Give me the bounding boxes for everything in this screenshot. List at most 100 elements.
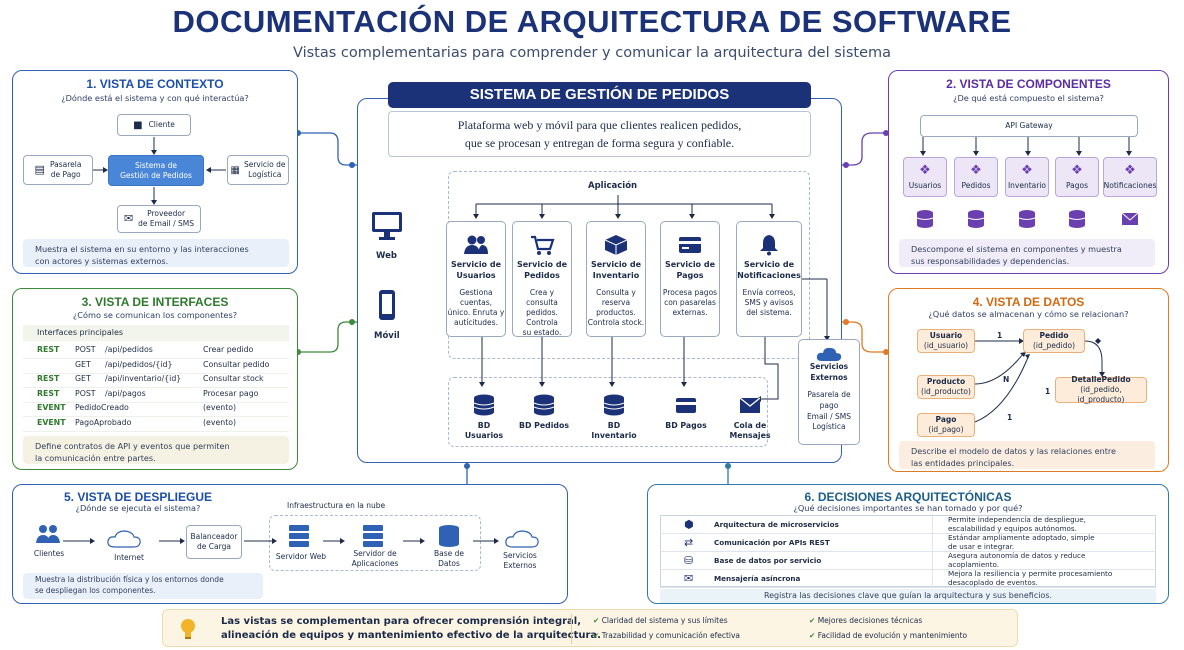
interface-type: EVENT — [37, 403, 66, 412]
footer-benefit-3: ✔ Mejores decisiones técnicas — [809, 616, 922, 625]
service-name-1: Servicio de — [664, 260, 715, 269]
component-desc-line2: sus responsabilidades y dependencias. — [911, 256, 1070, 267]
logistica-line1: Servicio de — [243, 160, 286, 170]
mobile-icon — [376, 289, 398, 323]
pedido-key: (id_pedido) — [1032, 341, 1075, 350]
truck-icon: ▦ — [230, 164, 240, 176]
interface-view-panel: 3. VISTA DE INTERFACES ¿Cómo se comunica… — [12, 288, 298, 470]
interface-method: PagoAprobado — [75, 417, 132, 427]
decision-label: Base de datos por servicio — [714, 556, 822, 565]
producto-name: Producto — [926, 377, 966, 387]
interface-method: GET — [75, 359, 91, 369]
check-icon: ✔ — [809, 616, 816, 625]
arrows-icon: ⇄ — [684, 536, 694, 549]
decision-row: ✉ Mensajería asíncrona Mejora la resilienc… — [660, 569, 1156, 588]
database-label-1: BD Pedidos — [519, 421, 569, 430]
interface-view-title: 3. VISTA DE INTERFACES — [81, 295, 229, 309]
puzzle-icon: ❖ — [1124, 162, 1136, 178]
cliente-actor: ■Cliente — [117, 114, 191, 136]
deployment-arrows — [36, 525, 539, 548]
decision-divider — [932, 534, 933, 552]
component-view-subtitle: ¿De qué está compuesto el sistema? — [953, 93, 1104, 103]
component-desc-line1: Descompone el sistema en componentes y m… — [911, 244, 1122, 254]
database-label-1: BD Pagos — [665, 421, 707, 430]
web-client-label: Web — [376, 251, 397, 261]
service-name-1: Servicio de — [450, 260, 501, 269]
central-system-panel: SISTEMA DE GESTIÓN DE PEDIDOS Plataforma… — [357, 82, 860, 463]
application-label: Aplicación — [588, 181, 638, 191]
interface-description: (evento) — [203, 403, 237, 412]
component-0: ❖Usuarios — [903, 157, 947, 197]
envelope-icon: ✉ — [684, 572, 694, 585]
deploy-webserver-label: Servidor Web — [275, 552, 327, 561]
proveedor-line1: Proveedor — [147, 209, 186, 219]
service-desc-3: autícitudes. — [454, 317, 498, 327]
puzzle-icon: ❖ — [970, 162, 982, 178]
component-view-panel: 2. VISTA DE COMPONENTES ¿De qué está com… — [888, 70, 1169, 274]
interface-type: REST — [37, 374, 60, 383]
deployment-desc-line2: se despliegan los componentes. — [35, 585, 156, 595]
check-icon: ✔ — [593, 616, 600, 625]
credit-card-icon — [675, 393, 697, 417]
service-desc-1: Envía correos, — [742, 287, 796, 297]
external-title-2: Externos — [810, 372, 848, 382]
cardinality-usuario-pedido: 1 — [997, 331, 1003, 340]
service-desc-1: Gestiona cuentas, — [459, 287, 493, 307]
envelope-icon: ✉ — [123, 211, 134, 225]
database-icon — [916, 209, 934, 229]
external-item-pasarela: Pasarela de pago — [807, 389, 851, 410]
decisions-view-panel: 6. DECISIONES ARQUITECTÓNICAS ¿Qué decis… — [647, 484, 1169, 604]
service-desc-3: Controla stock. — [587, 317, 645, 327]
rationale-line-1: Mejora la resiliencia y permite procesam… — [948, 569, 1113, 578]
interface-row: EVENT PedidoCreado (evento) — [23, 403, 289, 417]
data-relations — [974, 338, 1105, 423]
cube-icon: ⬢ — [684, 518, 694, 531]
data-desc-line2: las entidades principales. — [911, 458, 1015, 469]
database-icon: ⛁ — [684, 554, 694, 567]
lightbulb-icon — [177, 617, 199, 641]
puzzle-icon: ❖ — [1021, 162, 1033, 178]
service-desc-1: Crea y consulta — [526, 287, 558, 307]
external-services-box: Servicios Externos Pasarela de pago Emai… — [798, 339, 860, 445]
interface-method: PedidoCreado — [75, 403, 129, 412]
decision-label: Mensajería asíncrona — [714, 574, 801, 583]
entity-pedido: Pedido(id_pedido) — [1023, 329, 1085, 353]
service-name-1: Servicio de — [590, 260, 641, 269]
service-desc-3: del sistema. — [746, 307, 792, 317]
service-desc-1: Consulta y reserva — [596, 287, 636, 307]
rationale-line-2: escalabilidad y equipos autónomos. — [948, 523, 1077, 533]
data-boundary — [448, 377, 768, 447]
rationale-line-2: desacoplado de eventos. — [948, 577, 1038, 587]
decision-label: Comunicación por APIs REST — [714, 538, 830, 547]
decision-label: Arquitectura de microservicios — [714, 520, 839, 529]
footer-benefit-2: ✔ Trazabilidad y comunicación efectiva — [593, 631, 740, 640]
deployment-view-title: 5. VISTA DE DESPLIEGUE — [63, 490, 213, 504]
cardinality-producto-n: N — [1003, 375, 1010, 384]
pago-key: (id_pago) — [928, 425, 964, 434]
interface-row: GET/api/pedidos/{id}Consultar pedido — [23, 360, 289, 374]
service-desc-2: con pasarelas — [664, 297, 716, 307]
database-0: BD Usuarios — [458, 393, 510, 441]
deploy-clientes-label: Clientes — [33, 549, 65, 558]
interface-description: Crear pedido — [203, 345, 254, 354]
database-icon — [533, 393, 555, 417]
central-desc-line2: que se procesan y entregan de forma segu… — [464, 136, 735, 150]
component-arrows — [920, 137, 1132, 156]
entity-pago: Pago(id_pago) — [917, 413, 975, 437]
context-desc-line1: Muestra el sistema en su entorno y las i… — [35, 244, 249, 254]
pago-name: Pago — [935, 415, 957, 425]
users-icon — [463, 234, 489, 256]
decision-divider — [932, 552, 933, 570]
api-gateway-label: API Gateway — [1005, 121, 1053, 131]
service-name-1: Servicio de — [743, 260, 794, 269]
decision-divider — [932, 516, 933, 534]
rationale-line-2: acoplamiento. — [948, 559, 1000, 569]
